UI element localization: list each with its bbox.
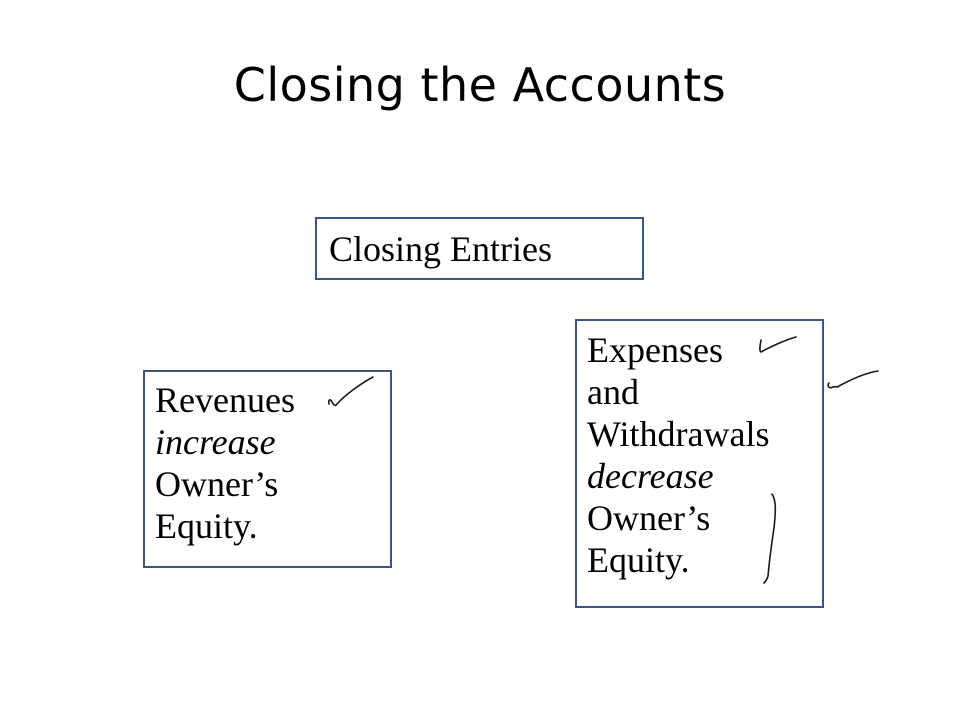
checkmark-outside-icon xyxy=(827,370,879,389)
closing-entries-box: Closing Entries xyxy=(315,217,644,280)
expenses-line-6: Equity. xyxy=(587,540,690,580)
revenues-line-2: increase xyxy=(155,422,276,462)
expenses-line-4: decrease xyxy=(587,456,714,496)
closing-entries-text: Closing Entries xyxy=(329,229,552,269)
expenses-line-3: Withdrawals xyxy=(587,414,770,454)
expenses-line-2: and xyxy=(587,372,639,412)
expenses-box: Expenses and Withdrawals decrease Owner’… xyxy=(575,319,824,608)
revenues-line-1: Revenues xyxy=(155,380,295,420)
slide-title: Closing the Accounts xyxy=(233,58,727,112)
expenses-line-1: Expenses xyxy=(587,330,723,370)
expenses-line-5: Owner’s xyxy=(587,498,711,538)
revenues-line-3: Owner’s xyxy=(155,464,279,504)
revenues-box: Revenues increase Owner’s Equity. xyxy=(143,370,392,568)
revenues-line-4: Equity. xyxy=(155,506,258,546)
